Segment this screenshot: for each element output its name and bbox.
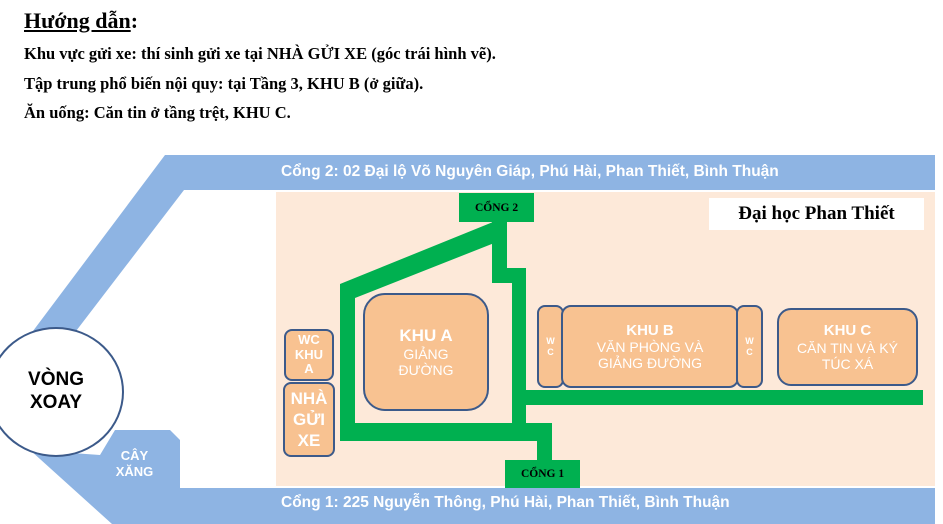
khu-c-title: KHU C — [823, 322, 872, 340]
khu-c-sub2: TÚC XÁ — [821, 355, 874, 372]
gate-1[interactable]: CỔNG 1 — [505, 460, 580, 488]
path-east — [512, 390, 923, 405]
khu-b-sub2: GIẢNG ĐƯỜNG — [597, 355, 703, 372]
parking-line1: NHÀ — [290, 388, 328, 408]
top-road-label: Cổng 2: 02 Đại lộ Võ Nguyên Giáp, Phú Hà… — [281, 163, 779, 180]
instructions-title-text: Hướng dẫn — [24, 8, 131, 33]
khu-c-sub1: CĂN TIN VÀ KÝ — [797, 339, 898, 356]
instruction-dining: Ăn uống: Căn tin ở tầng trệt, KHU C. — [24, 103, 291, 122]
bottom-road-label: Cổng 1: 225 Nguyễn Thông, Phú Hài, Phan … — [281, 494, 730, 511]
gate-2[interactable]: CỔNG 2 — [459, 193, 534, 222]
parking-line3: XE — [297, 431, 321, 451]
walking-path — [340, 218, 923, 463]
bottom-road — [30, 430, 935, 524]
wc-b-right-line2: C — [746, 346, 753, 357]
khu-a-sub2: ĐƯỜNG — [398, 361, 454, 378]
university-name: Đại học Phan Thiết — [709, 198, 924, 230]
path-bottom — [340, 423, 552, 441]
wc-khu-a-line2: KHU — [294, 346, 324, 362]
instruction-assembly: Tập trung phổ biến nội quy: tại Tầng 3, … — [24, 74, 424, 93]
roundabout-label-1: VÒNG — [28, 369, 84, 391]
khu-b-title: KHU B — [626, 321, 674, 339]
top-road — [30, 155, 935, 335]
khu-a-title: KHU A — [399, 326, 453, 346]
parking-line2: GỬI — [292, 409, 326, 429]
wc-b-right-line1: W — [745, 336, 754, 347]
path-left — [340, 284, 355, 441]
gas-station-label-1: CÂY — [120, 448, 149, 463]
path-gate2-stem — [492, 218, 507, 270]
roundabout-label-2: XOAY — [29, 392, 83, 413]
gas-station-label-2: XĂNG — [115, 463, 154, 479]
khu-a-sub1: GIẢNG — [403, 345, 449, 362]
wc-khu-a-line3: A — [304, 361, 314, 377]
instructions-title: Hướng dẫn: — [24, 8, 138, 34]
path-central — [512, 268, 526, 434]
path-diagonal — [340, 222, 507, 300]
instruction-parking: Khu vực gửi xe: thí sinh gửi xe tại NHÀ … — [24, 44, 496, 63]
wc-b-left-line1: W — [546, 336, 555, 347]
instructions-title-colon: : — [130, 8, 139, 33]
wc-khu-a-line1: WC — [298, 331, 320, 347]
khu-b-sub1: VĂN PHÒNG VÀ — [596, 339, 704, 356]
path-gate1-stem — [537, 423, 552, 463]
wc-b-left-line2: C — [547, 346, 554, 357]
